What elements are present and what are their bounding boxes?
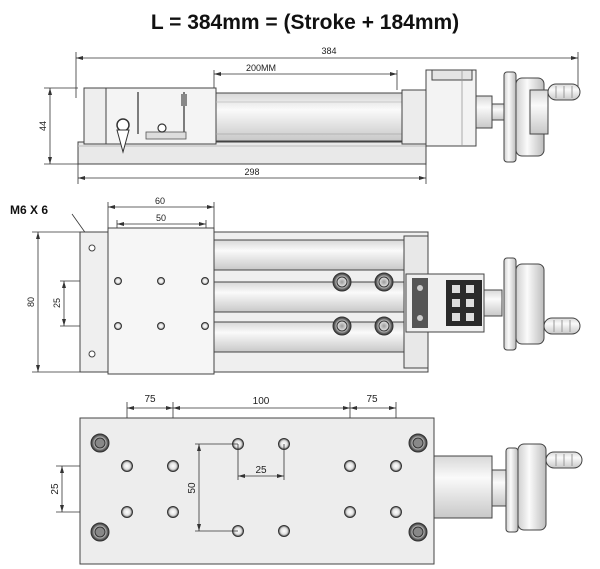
dim-stroke-line: [213, 70, 398, 90]
thread-callout: M6 X 6: [10, 203, 48, 217]
thread-hole-icon: [157, 322, 165, 330]
dim-length-label: 384: [321, 46, 336, 56]
dial-readout-icon: [446, 280, 482, 326]
guide-cylinder: [215, 92, 403, 142]
handwheel-bottom-icon: [505, 447, 519, 533]
thread-hole-icon: [114, 322, 122, 330]
dim-height-plan-label: 80: [26, 297, 36, 307]
plan-view: M6 X 6 60 50 80: [10, 196, 581, 375]
dim-base-line: [77, 164, 427, 184]
corner-bolt-icon: [90, 522, 110, 542]
dim-length-line: [75, 52, 579, 98]
dim-vertical-label: 25: [50, 483, 61, 495]
bottom-plate: [79, 417, 435, 565]
mount-hole-icon: [344, 460, 356, 472]
mount-hole-icon: [167, 506, 179, 518]
dim-center-label: 100: [253, 396, 270, 407]
dim-outer-line: [107, 202, 215, 232]
mount-hole-icon: [390, 506, 402, 518]
dim-stroke-label: 200MM: [246, 63, 276, 73]
handwheel-side-icon: [503, 71, 517, 163]
carriage-plate: [107, 227, 215, 375]
dim-pattern-h-label: 50: [187, 482, 198, 494]
corner-bolt-icon: [408, 522, 428, 542]
handwheel-plan-icon: [503, 257, 517, 351]
base-plate: [77, 141, 427, 165]
rail-bottom: [213, 321, 405, 353]
corner-bolt-icon: [90, 433, 110, 453]
mount-hole-icon: [390, 460, 402, 472]
mount-hole-icon: [121, 506, 133, 518]
dim-outer-label: 60: [155, 196, 165, 206]
drive-housing-bottom: [433, 455, 493, 519]
mount-hole-icon: [167, 460, 179, 472]
bottom-view: 75 100 75 25: [50, 394, 583, 565]
mount-hole-icon: [121, 460, 133, 472]
dim-pattern-h-line: [195, 443, 238, 532]
thread-hole-icon: [114, 277, 122, 285]
lock-lever-icon: [116, 118, 130, 132]
bolt-icon: [374, 272, 394, 292]
pattern-hole-icon: [278, 525, 290, 537]
dim-pattern-w-label: 25: [255, 465, 267, 476]
page-title: L = 384mm = (Stroke + 184mm): [151, 11, 459, 34]
dim-height-plan-line: [32, 231, 80, 373]
dim-height-line: [44, 87, 78, 165]
thread-hole-icon: [157, 277, 165, 285]
bolt-icon: [332, 316, 352, 336]
bolt-icon: [332, 272, 352, 292]
dim-left-label: 75: [144, 394, 156, 405]
left-end-block: [83, 87, 107, 145]
side-view: 384 200MM 44: [38, 46, 581, 184]
rail-top: [213, 239, 405, 271]
thread-hole-icon: [201, 322, 209, 330]
dim-pattern-w-line: [237, 444, 285, 480]
rail-middle: [213, 281, 405, 313]
dim-inner-label: 50: [156, 213, 166, 223]
dim-height-label: 44: [38, 121, 48, 131]
corner-bolt-icon: [408, 433, 428, 453]
thread-hole-icon: [201, 277, 209, 285]
dim-base-label: 298: [244, 167, 259, 177]
mount-hole-icon: [344, 506, 356, 518]
bolt-icon: [374, 316, 394, 336]
drive-housing: [425, 69, 477, 147]
dim-spacing-label: 25: [52, 298, 62, 308]
dim-right-label: 75: [366, 394, 378, 405]
